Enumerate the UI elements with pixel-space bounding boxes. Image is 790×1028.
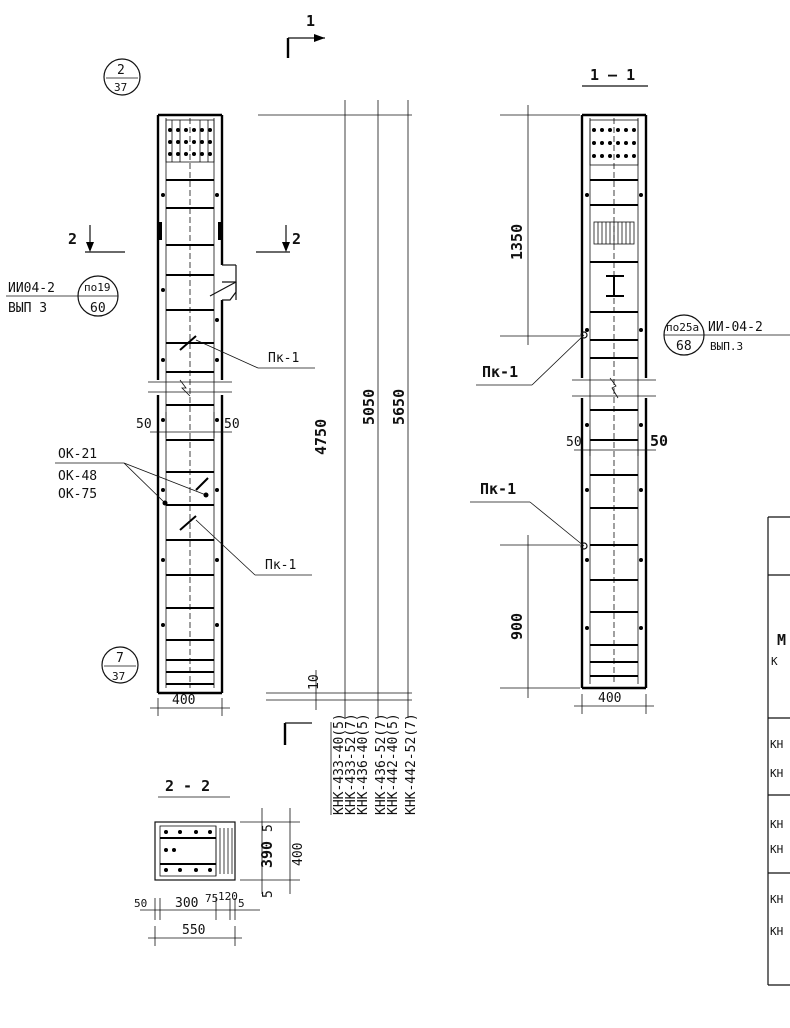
- svg-text:50: 50: [650, 432, 668, 450]
- svg-text:ОК-48: ОК-48: [58, 469, 97, 484]
- column-mark-6: КНК-442-52(7): [404, 713, 419, 815]
- callout-pk1-upper: Пк-1: [195, 339, 315, 369]
- section-mark-2-left: 2: [68, 225, 125, 253]
- svg-text:ОК-75: ОК-75: [58, 487, 97, 502]
- section-mark-1-bottom: [283, 722, 312, 745]
- svg-text:400: 400: [598, 691, 621, 706]
- callout-ok-list: ОК-21 ОК-48 ОК-75: [55, 447, 209, 506]
- right-height-dims: 1350 900: [500, 105, 580, 698]
- svg-text:37: 37: [114, 81, 127, 94]
- svg-text:М: М: [777, 631, 786, 649]
- dim-bottom-gap: 10: [307, 674, 322, 690]
- svg-text:5: 5: [261, 890, 276, 898]
- section-1-1-title: 1 — 1: [582, 66, 648, 87]
- section-mark-2-right: 2: [256, 225, 301, 253]
- column-mark-1: КНК-433-40(5): [332, 713, 347, 815]
- svg-text:ВЫП.3: ВЫП.3: [710, 340, 743, 353]
- left-column-elevation: [148, 113, 237, 695]
- svg-text:2 - 2: 2 - 2: [165, 777, 210, 795]
- svg-text:Пк-1: Пк-1: [265, 558, 296, 573]
- series-label-right: ИИ-04-2 ВЫП.3: [704, 320, 790, 353]
- svg-text:5: 5: [238, 897, 245, 910]
- side-bar-dots: [161, 193, 219, 627]
- circle-ref-2-37: 2 37: [103, 58, 141, 96]
- svg-text:2: 2: [292, 230, 301, 248]
- column-mark-4: КНК-436-52(7): [374, 713, 389, 815]
- svg-text:Пк-1: Пк-1: [482, 363, 518, 381]
- right-top-dots: [592, 128, 636, 158]
- section-mark-1-label: 1: [306, 12, 315, 30]
- svg-text:60: 60: [90, 301, 106, 316]
- column-marks: КНК-433-40(5) КНК-433-52(7) КНК-436-40(5…: [330, 713, 419, 815]
- cover-dims-left: 50 50: [136, 412, 240, 438]
- dim-5650: 5650: [390, 389, 408, 425]
- svg-text:1 — 1: 1 — 1: [590, 66, 635, 84]
- circle-ref-node-right: по25а 68: [663, 314, 705, 356]
- svg-text:550: 550: [182, 923, 205, 938]
- svg-text:2: 2: [68, 230, 77, 248]
- series-label-left: ИИ04-2 ВЫП 3: [6, 281, 78, 316]
- svg-text:390: 390: [258, 841, 276, 868]
- svg-text:КН: КН: [770, 738, 783, 751]
- section-mark-1-top: 1: [286, 12, 325, 58]
- svg-text:37: 37: [112, 670, 125, 683]
- svg-text:ВЫП 3: ВЫП 3: [8, 301, 47, 316]
- svg-text:ОК-21: ОК-21: [58, 447, 97, 462]
- svg-text:50: 50: [224, 417, 240, 432]
- circle-ref-7-37: 7 37: [101, 646, 139, 684]
- top-bar-dots: [168, 128, 212, 156]
- dim-4750: 4750: [312, 419, 330, 455]
- svg-text:50: 50: [136, 417, 152, 432]
- svg-text:по19: по19: [84, 281, 111, 294]
- svg-text:50: 50: [566, 435, 582, 450]
- svg-text:Пк-1: Пк-1: [268, 351, 299, 366]
- svg-text:ИИ-04-2: ИИ-04-2: [708, 320, 763, 335]
- column-mark-3: КНК-436-40(5): [356, 713, 371, 815]
- svg-text:по25а: по25а: [666, 321, 699, 334]
- section-2-2: 2 - 2 5 390 400 5 50 300 75: [134, 777, 306, 946]
- svg-text:К: К: [771, 655, 778, 668]
- svg-text:400: 400: [172, 693, 195, 708]
- height-dimension-lines: 10 4750 5050 5650: [258, 100, 412, 718]
- svg-text:КН: КН: [770, 767, 783, 780]
- callout-pk1-right-upper: Пк-1: [476, 331, 588, 386]
- dim-right-width: 400: [574, 691, 654, 714]
- column-mark-5: КНК-442-40(5): [386, 713, 401, 815]
- callout-pk1-right-lower: Пк-1: [470, 480, 588, 550]
- circle-ref-node-left: по19 60: [77, 275, 119, 317]
- dim-900: 900: [508, 613, 526, 640]
- dim-left-width: 400: [150, 693, 230, 716]
- svg-text:75: 75: [205, 892, 218, 905]
- hatch-area: [219, 828, 233, 874]
- right-column-elevation: [572, 113, 656, 690]
- svg-text:КН: КН: [770, 818, 783, 831]
- svg-text:50: 50: [134, 897, 147, 910]
- spec-table-fragment: М К КН КН КН КН КН КН: [767, 516, 790, 986]
- svg-text:300: 300: [175, 896, 198, 911]
- svg-text:68: 68: [676, 339, 692, 354]
- dim-5050: 5050: [360, 389, 378, 425]
- svg-text:Пк-1: Пк-1: [480, 480, 516, 498]
- svg-text:7: 7: [116, 651, 124, 666]
- svg-text:КН: КН: [770, 925, 783, 938]
- svg-text:КН: КН: [770, 843, 783, 856]
- cover-dims-right: 50 50: [566, 430, 668, 456]
- column-mark-2: КНК-433-52(7): [344, 713, 359, 815]
- dim-1350: 1350: [508, 224, 526, 260]
- right-side-dots: [585, 193, 643, 630]
- svg-text:400: 400: [291, 843, 306, 866]
- svg-text:5: 5: [261, 824, 276, 832]
- svg-text:ИИ04-2: ИИ04-2: [8, 281, 55, 296]
- svg-text:2: 2: [117, 63, 125, 78]
- svg-text:120: 120: [218, 890, 238, 903]
- callout-pk1-lower: Пк-1: [195, 519, 312, 576]
- svg-text:КН: КН: [770, 893, 783, 906]
